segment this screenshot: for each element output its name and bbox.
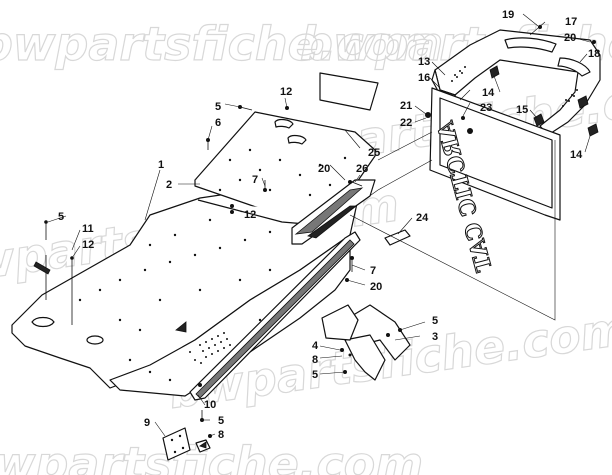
callout-19: 19	[502, 9, 514, 21]
callout-12c: 12	[82, 239, 94, 251]
callout-7b: 7	[370, 265, 376, 277]
callout-5a: 5	[215, 101, 221, 113]
callout-26: 26	[356, 163, 368, 175]
callout-8a: 8	[312, 354, 318, 366]
callout-6: 6	[215, 117, 221, 129]
callout-25: 25	[368, 147, 380, 159]
tunnel-floor-pan	[11, 177, 361, 397]
callout-1: 1	[158, 159, 164, 171]
callout-18: 18	[588, 48, 600, 60]
svg-text:bwpartsfiche.com: bwpartsfiche.com	[0, 437, 423, 475]
callout-10: 10	[204, 399, 216, 411]
callout-8b: 8	[218, 429, 224, 441]
small-plate	[162, 427, 191, 461]
callout-5b: 5	[58, 211, 64, 223]
callout-labels: 1 2 3 4 5 5 5 5 5 6 7 7 8 8 9 10 11 12 1…	[58, 9, 600, 441]
callout-9: 9	[144, 417, 150, 429]
callout-12b: 12	[244, 209, 256, 221]
callout-11: 11	[82, 223, 94, 235]
callout-14b: 14	[570, 149, 583, 161]
svg-text:bwpartsfiche.com: bwpartsfiche.com	[0, 17, 443, 71]
small-clip	[195, 439, 211, 453]
rear-bracket	[321, 304, 411, 381]
leader-lines	[47, 13, 591, 437]
callout-20a: 20	[564, 32, 576, 44]
callout-4: 4	[312, 340, 319, 352]
running-board-rail	[189, 231, 361, 401]
callout-5e: 5	[218, 415, 224, 427]
callout-20b: 20	[318, 163, 330, 175]
callout-22: 22	[400, 117, 412, 129]
callout-2: 2	[166, 179, 172, 191]
callout-3: 3	[432, 331, 438, 343]
callout-16: 16	[418, 72, 430, 84]
callout-7a: 7	[252, 174, 258, 186]
callout-17: 17	[565, 16, 577, 28]
callout-15: 15	[516, 104, 528, 116]
callout-20c: 20	[370, 281, 382, 293]
callout-21: 21	[400, 100, 412, 112]
reflector-decal	[319, 72, 379, 111]
callout-5c: 5	[432, 315, 438, 327]
callout-14a: 14	[482, 87, 495, 99]
callout-23: 23	[480, 102, 492, 114]
callout-12a: 12	[280, 86, 292, 98]
callout-5d: 5	[312, 369, 318, 381]
callout-13: 13	[418, 56, 430, 68]
trim-strip	[384, 229, 411, 246]
bumper-fasteners	[425, 25, 599, 137]
callout-24: 24	[416, 212, 429, 224]
